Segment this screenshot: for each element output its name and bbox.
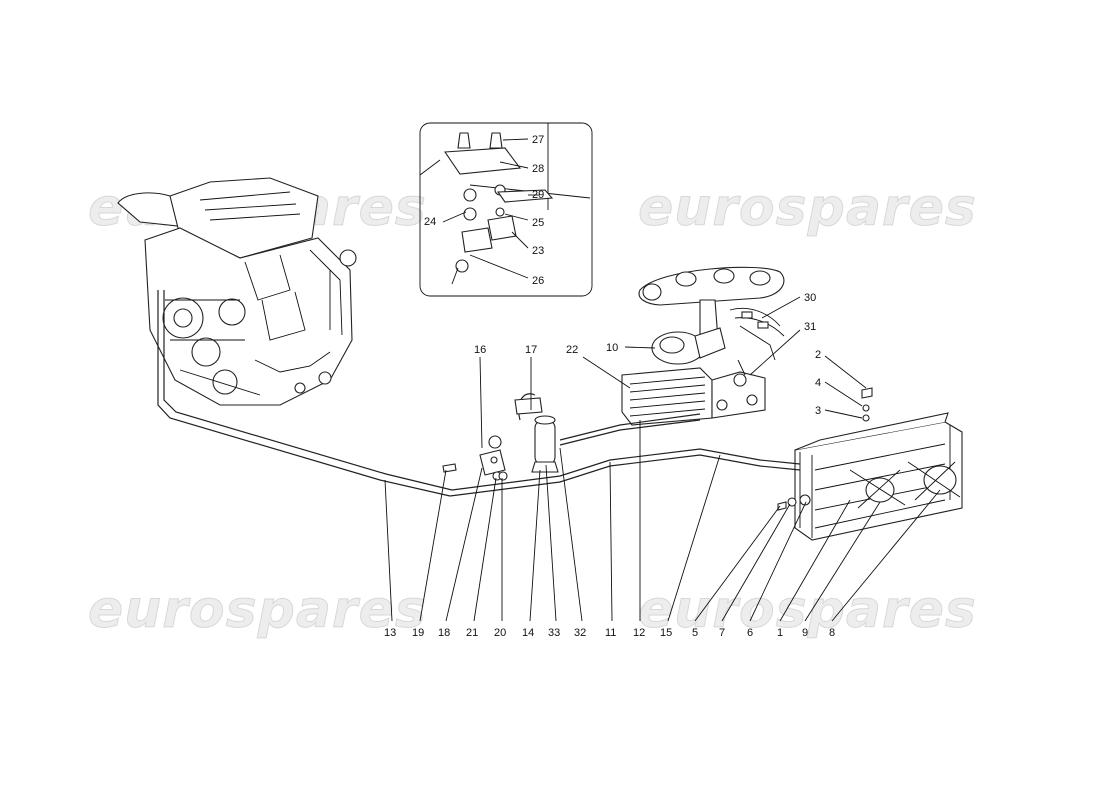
- engine-block: [117, 177, 357, 406]
- inset-controls: [419, 123, 591, 285]
- callout-33: 33: [548, 627, 560, 639]
- callout-27: 27: [532, 134, 544, 146]
- callout-11: 11: [605, 627, 616, 639]
- callout-31: 31: [804, 321, 816, 333]
- callout-14: 14: [522, 627, 534, 639]
- callout-15: 15: [660, 627, 672, 639]
- small-fittings: [442, 387, 873, 511]
- callout-17: 17: [525, 344, 537, 356]
- wiring-harness: [729, 307, 785, 361]
- callout-16: 16: [474, 344, 486, 356]
- callout-10: 10: [606, 342, 618, 354]
- callout-23: 23: [532, 245, 544, 257]
- watermark-top-right: eurospares: [638, 178, 977, 239]
- inset-panel: [419, 122, 593, 297]
- callout-1: 1: [777, 627, 783, 639]
- callout-5: 5: [692, 627, 698, 639]
- callout-30: 30: [804, 292, 816, 304]
- callout-7: 7: [719, 627, 725, 639]
- air-duct: [638, 266, 785, 343]
- callout-25: 25: [532, 217, 544, 229]
- callout-26: 26: [532, 275, 544, 287]
- pressure-switch: [479, 435, 506, 476]
- callout-22: 22: [566, 344, 578, 356]
- callout-6: 6: [747, 627, 753, 639]
- condenser-radiator: [794, 412, 963, 541]
- callout-9: 9: [802, 627, 808, 639]
- callout-18: 18: [438, 627, 450, 639]
- callout-3: 3: [815, 405, 821, 417]
- callout-leaders: [384, 296, 941, 622]
- callout-8: 8: [829, 627, 835, 639]
- callout-21: 21: [466, 627, 478, 639]
- callout-29: 29: [532, 189, 544, 201]
- watermark-bottom-right: eurospares: [638, 580, 977, 641]
- inset-leaders: [442, 138, 540, 279]
- callout-4: 4: [815, 377, 821, 389]
- evaporator-unit: [621, 359, 766, 426]
- callout-12: 12: [633, 627, 645, 639]
- callout-32: 32: [574, 627, 586, 639]
- callout-20: 20: [494, 627, 506, 639]
- callout-2: 2: [815, 349, 821, 361]
- blower-fan: [651, 327, 726, 365]
- refrigerant-pipes: [157, 290, 801, 497]
- callout-19: 19: [412, 627, 424, 639]
- watermark-bottom-left: eurospares: [88, 580, 427, 641]
- callout-13: 13: [384, 627, 396, 639]
- receiver-drier: [514, 397, 559, 473]
- callout-24: 24: [424, 216, 436, 228]
- callout-28: 28: [532, 163, 544, 175]
